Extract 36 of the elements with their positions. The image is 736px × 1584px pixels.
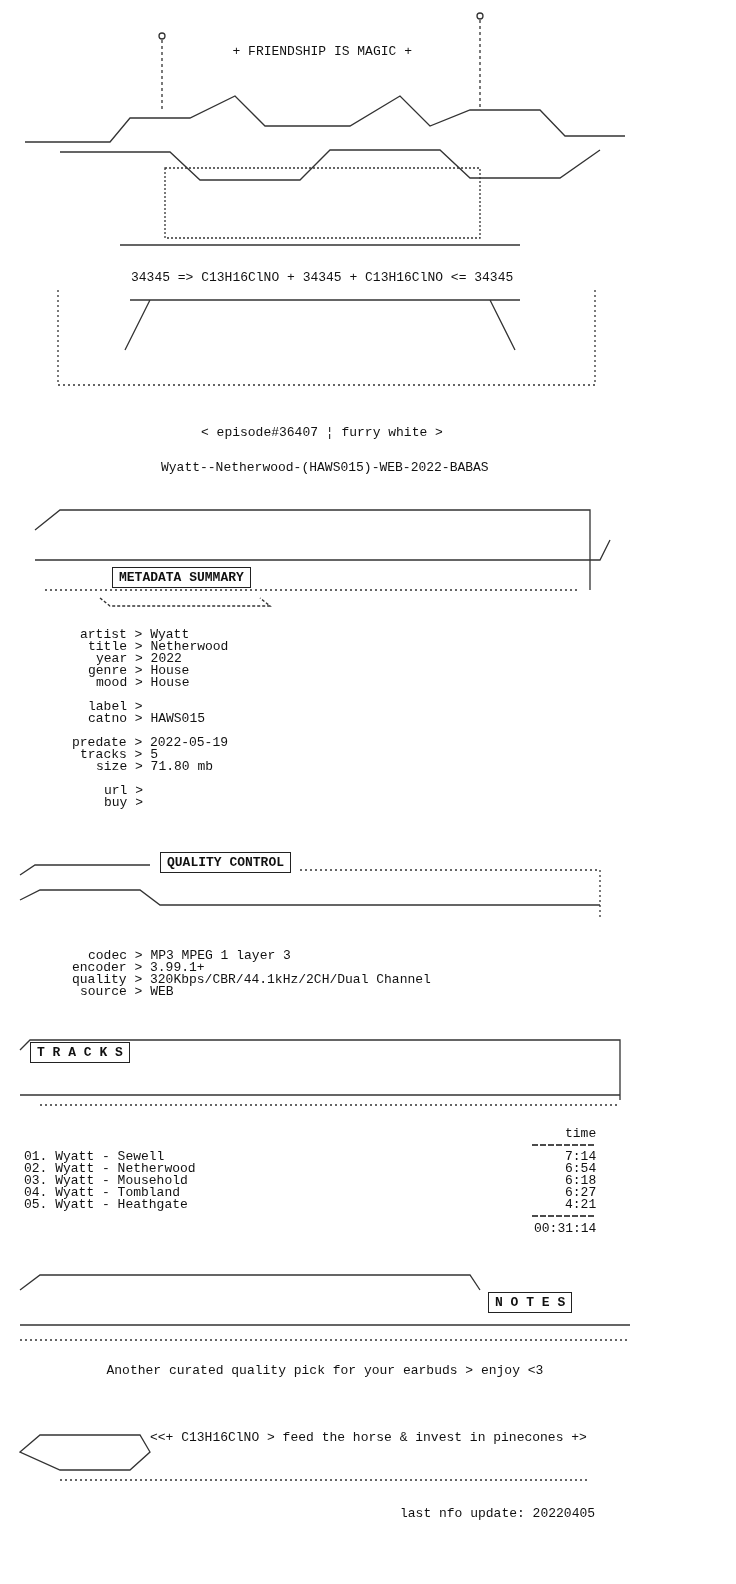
signature-text: 34345 => C13H16ClNO + 34345 + C13H16ClNO <= 34345: [131, 270, 514, 285]
section-heading: QUALITY CONTROL: [160, 852, 292, 873]
notes-text: Another curated quality pick for your earbuds > enjoy <3: [106, 1363, 544, 1378]
section-heading: T R A C K S: [30, 1042, 130, 1063]
text-line: catno > HAWS015: [88, 711, 206, 726]
text-line: year > 2022: [96, 651, 182, 666]
text-line: url >: [104, 783, 143, 798]
text-line: label >: [88, 699, 143, 714]
episode-text: < episode#36407 ¦ furry white >: [201, 425, 443, 440]
text-line: 6:18: [565, 1173, 597, 1188]
column-header: time: [565, 1126, 597, 1141]
section-heading: METADATA SUMMARY: [112, 567, 251, 588]
text-line: codec > MP3 MPEG 1 layer 3: [88, 948, 291, 963]
text-line: 04. Wyatt - Tombland: [24, 1185, 181, 1200]
text-line: 01. Wyatt - Sewell: [24, 1149, 165, 1164]
text-line: size > 71.80 mb: [96, 759, 214, 774]
total-time: 00:31:14: [534, 1221, 597, 1236]
text-line: 6:54: [565, 1161, 597, 1176]
text-line: encoder > 3.99.1+: [72, 960, 205, 975]
text-line: 7:14: [565, 1149, 597, 1164]
text-line: 02. Wyatt - Netherwood: [24, 1161, 196, 1176]
text-line: tracks > 5: [80, 747, 158, 762]
text-line: 03. Wyatt - Mousehold: [24, 1173, 188, 1188]
text-line: 05. Wyatt - Heathgate: [24, 1197, 188, 1212]
section-heading: N O T E S: [488, 1292, 573, 1313]
text-line: 4:21: [565, 1197, 597, 1212]
banner-heading: + FRIENDSHIP IS MAGIC +: [232, 44, 412, 59]
text-line: predate > 2022-05-19: [72, 735, 229, 750]
update-date: last nfo update: 20220405: [400, 1506, 596, 1521]
text-line: artist > Wyatt: [80, 627, 190, 642]
footer-text: <<+ C13H16ClNO > feed the horse & invest in pinecones +>: [150, 1430, 587, 1445]
text-line: mood > House: [96, 675, 190, 690]
text-line: buy >: [104, 795, 143, 810]
release-name: Wyatt--Netherwood-(HAWS015)-WEB-2022-BABAS: [161, 460, 489, 475]
text-line: 6:27: [565, 1185, 597, 1200]
text-line: quality > 320Kbps/CBR/44.1kHz/2CH/Dual Channel: [72, 972, 431, 987]
